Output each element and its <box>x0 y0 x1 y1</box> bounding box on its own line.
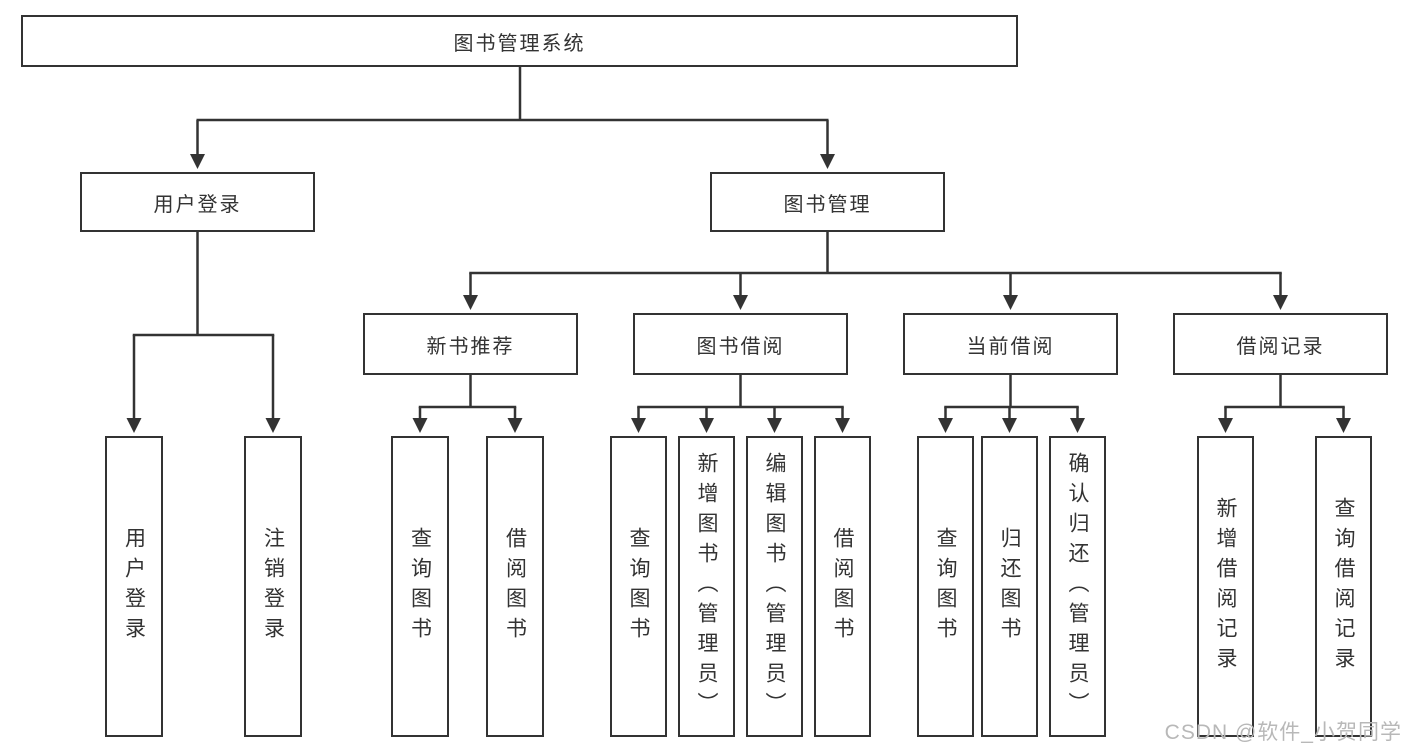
node-label: 确认归还（管理员） <box>1066 451 1089 722</box>
connector-book-management-children <box>463 231 1288 310</box>
node-label: 借阅图书 <box>503 526 527 647</box>
leaf-return-books: 归还图书 <box>981 436 1038 737</box>
node-label: 查询借阅记录 <box>1332 496 1355 677</box>
node-book-borrowing: 图书借阅 <box>633 313 848 375</box>
node-label: 新增图书（管理员） <box>695 451 718 722</box>
connector-current-borrow-children <box>938 374 1085 433</box>
node-label: 用户登录 <box>153 193 242 216</box>
node-label: 新增借阅记录 <box>1214 496 1237 677</box>
node-label: 图书管理 <box>783 193 872 216</box>
watermark: CSDN @软件_小贺同学 <box>1164 721 1402 744</box>
node-book-management: 图书管理 <box>710 172 945 232</box>
node-current-borrowing: 当前借阅 <box>903 313 1118 375</box>
node-label: 借阅记录 <box>1236 335 1325 358</box>
leaf-query-books-newrec: 查询图书 <box>391 436 449 737</box>
node-label: 编辑图书（管理员） <box>763 451 786 722</box>
connector-new-book-children <box>412 374 523 433</box>
node-label: 借阅图书 <box>831 526 854 647</box>
node-label: 查询图书 <box>627 526 650 647</box>
node-user-login: 用户登录 <box>80 172 315 232</box>
node-label: 归还图书 <box>998 526 1021 647</box>
node-label: 查询图书 <box>408 526 432 647</box>
node-label: 注销登录 <box>261 526 285 647</box>
leaf-query-borrow-record: 查询借阅记录 <box>1315 436 1372 737</box>
leaf-edit-books-admin: 编辑图书（管理员） <box>746 436 803 737</box>
connector-user-login-children <box>126 231 281 433</box>
connector-root-to-level2 <box>190 67 835 169</box>
node-borrowing-records: 借阅记录 <box>1173 313 1388 375</box>
leaf-add-books-admin: 新增图书（管理员） <box>678 436 735 737</box>
leaf-borrow-books-borrowing: 借阅图书 <box>814 436 871 737</box>
leaf-logout-login: 注销登录 <box>244 436 302 737</box>
node-label: 图书借阅 <box>696 335 785 358</box>
node-label: 查询图书 <box>934 526 957 647</box>
leaf-query-books-current: 查询图书 <box>917 436 974 737</box>
connector-book-borrow-children <box>631 374 850 433</box>
node-label: 当前借阅 <box>966 335 1055 358</box>
leaf-user-login: 用户登录 <box>105 436 163 737</box>
node-new-book-recommend: 新书推荐 <box>363 313 578 375</box>
connector-borrow-record-children <box>1218 374 1351 433</box>
node-library-system: 图书管理系统 <box>21 15 1018 67</box>
leaf-borrow-books-newrec: 借阅图书 <box>486 436 544 737</box>
leaf-confirm-return-admin: 确认归还（管理员） <box>1049 436 1106 737</box>
leaf-query-books-borrowing: 查询图书 <box>610 436 667 737</box>
node-label: 图书管理系统 <box>453 32 586 55</box>
node-label: 新书推荐 <box>426 335 515 358</box>
leaf-add-borrow-record: 新增借阅记录 <box>1197 436 1254 737</box>
node-label: 用户登录 <box>122 526 146 647</box>
